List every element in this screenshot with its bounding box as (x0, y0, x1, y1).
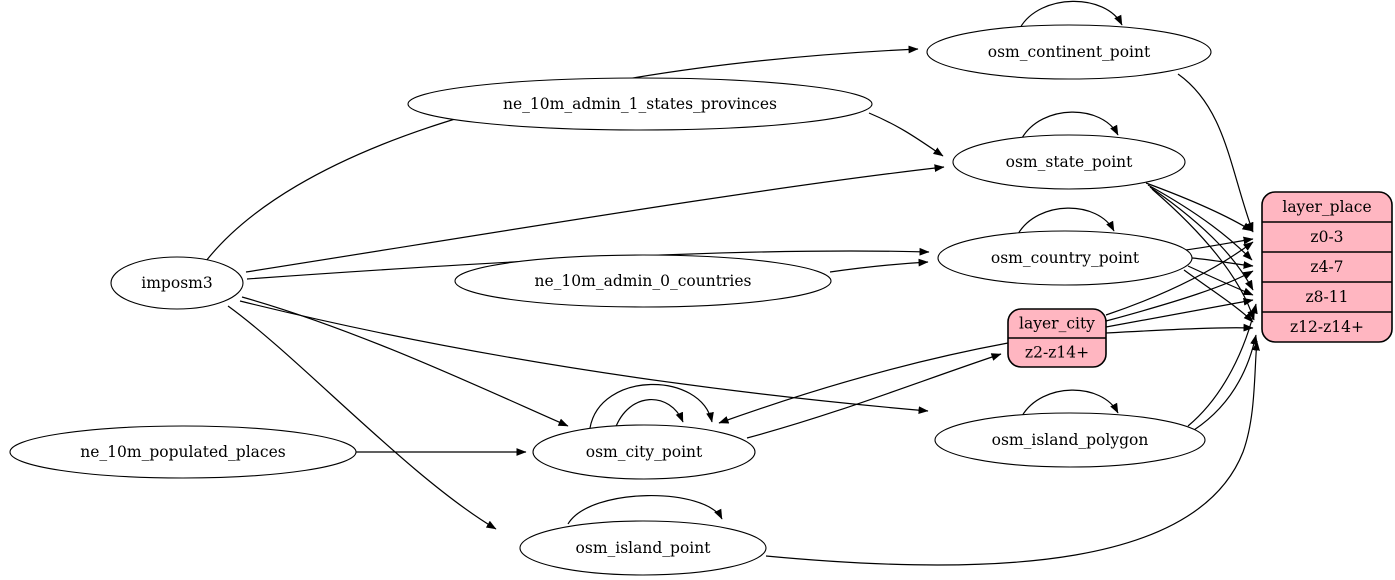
edge-imposm3-to-osm_island_point (227, 305, 497, 530)
node-label-ne_10m_populated_places: ne_10m_populated_places (80, 443, 285, 461)
node-osm_city_point: osm_city_point (532, 424, 756, 480)
edge-layer_city-to-layer_place-z8-11 (1105, 297, 1254, 328)
self-loop-osm_island_polygon (1021, 389, 1119, 417)
node-shape-osm_country_point (937, 230, 1193, 286)
edge-osm_city_point-to-layer_city-z2-z14+ (746, 353, 1002, 439)
edge-imposm3-to-osm_city_point (241, 296, 569, 427)
record-layer_place: layer_place z0-3 z4-7 z8-11 z12-z14+ (1261, 191, 1393, 343)
node-osm_island_point: osm_island_point (519, 520, 767, 576)
node-osm_island_polygon: osm_island_polygon (934, 412, 1206, 468)
self-loop-osm_state_point (1021, 111, 1119, 139)
node-ne_10m_populated_places: ne_10m_populated_places (9, 425, 357, 479)
node-label-osm_city_point: osm_city_point (586, 443, 703, 461)
node-label-ne_10m_admin_1_states_provinces: ne_10m_admin_1_states_provinces (503, 95, 777, 113)
edge-osm_country_point-to-layer_place-z8-11 (1187, 265, 1254, 296)
edge-osm_state_point-to-layer_place-z12-z14+ (1151, 188, 1255, 321)
edge-osm_state_point-to-layer_place-z0-3 (1145, 182, 1253, 232)
node-osm_country_point: osm_country_point (937, 230, 1193, 286)
record-row-layer_place-z12-z14+: z12-z14+ (1290, 318, 1364, 336)
record-row-layer_place-z4-7: z4-7 (1310, 258, 1343, 276)
node-shape-ne_10m_populated_places (9, 425, 357, 479)
node-shape-ne_10m_admin_1_states_provinces (407, 77, 873, 131)
node-ne_10m_admin_0_countries: ne_10m_admin_0_countries (454, 254, 832, 308)
node-label-osm_island_point: osm_island_point (576, 539, 712, 557)
node-label-osm_state_point: osm_state_point (1006, 153, 1134, 171)
edge-osm_state_point-to-layer_place-z4-7 (1147, 184, 1253, 261)
node-shape-osm_state_point (952, 134, 1186, 190)
node-shape-osm_island_point (519, 520, 767, 576)
edge-osm_country_point-to-layer_place-z12-z14+ (1183, 269, 1254, 323)
record-row-layer_city-z2-z14+: z2-z14+ (1025, 344, 1089, 362)
record-row-layer_place-z8-11: z8-11 (1306, 288, 1349, 306)
edge-ne_10m_admin_0_countries-to-osm_country_point (829, 258, 929, 273)
edge-osm_continent_point-to-layer_place-z0-3 (1177, 73, 1254, 233)
edge-layer_city-to-layer_place-z4-7 (1105, 270, 1254, 322)
node-label-osm_country_point: osm_country_point (991, 249, 1140, 267)
node-label-ne_10m_admin_0_countries: ne_10m_admin_0_countries (535, 272, 752, 290)
self-loop-osm_city_point (589, 383, 714, 429)
node-label-osm_island_polygon: osm_island_polygon (992, 431, 1149, 449)
edge-imposm3-to-osm_island_polygon (239, 300, 929, 415)
record-row-layer_place-z0-3: z0-3 (1310, 228, 1343, 246)
edge-layer_city-to-layer_place-z0-3 (1105, 241, 1254, 316)
edge-ne_10m_admin_1_states_provinces-to-osm_state_point (868, 112, 944, 157)
self-loop-osm_city_point-2 (614, 399, 684, 430)
node-label-imposm3: imposm3 (141, 274, 212, 292)
record-title-layer_city: layer_city (1019, 315, 1095, 333)
self-loop-osm_continent_point (1019, 0, 1123, 29)
record-title-layer_place: layer_place (1282, 198, 1371, 216)
node-shape-imposm3 (110, 256, 244, 310)
edge-imposm3-to-osm_state_point (245, 164, 945, 273)
node-ne_10m_admin_1_states_provinces: ne_10m_admin_1_states_provinces (407, 77, 873, 131)
edge-imposm3-to-osm_continent_point (205, 45, 919, 262)
edge-osm_state_point-to-layer_place-z8-11 (1149, 186, 1254, 291)
edge-layer_city-to-layer_place-z12-z14+ (1105, 323, 1254, 334)
node-osm_continent_point: osm_continent_point (926, 24, 1212, 80)
node-imposm3: imposm3 (110, 256, 244, 310)
self-loop-osm_island_point (567, 495, 723, 525)
node-shape-osm_city_point (532, 424, 756, 480)
edge-layer_city-to-osm_city_point (718, 342, 1009, 424)
node-label-osm_continent_point: osm_continent_point (988, 43, 1151, 61)
edge-osm_island_polygon-to-layer_place-z8-11 (1187, 303, 1258, 427)
node-shape-osm_island_polygon (934, 412, 1206, 468)
node-shape-ne_10m_admin_0_countries (454, 254, 832, 308)
record-layer_city: layer_city z2-z14+ (1007, 308, 1107, 368)
node-osm_state_point: osm_state_point (952, 134, 1186, 190)
self-loop-osm_country_point (1017, 207, 1115, 235)
edge-osm_island_point-to-layer_place-z12-z14+ (765, 340, 1260, 566)
node-shape-osm_continent_point (926, 24, 1212, 80)
edge-osm_country_point-to-layer_place-z0-3 (1185, 236, 1254, 251)
record-shape-layer_place (1261, 191, 1393, 343)
